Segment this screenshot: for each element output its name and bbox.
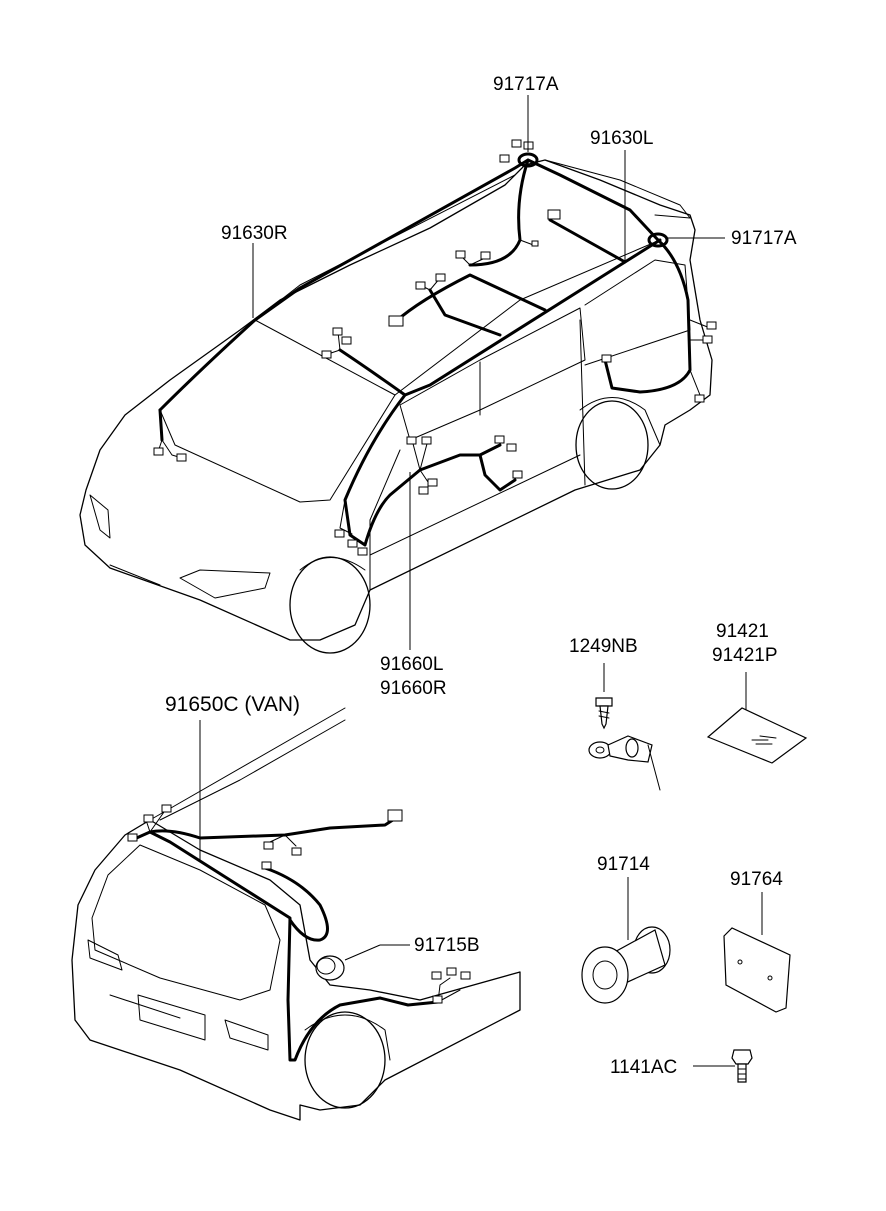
grommet-ring-top [517, 152, 539, 168]
part-labels: 91717A 91630L 91630R 91717A 91660L 91660… [165, 74, 797, 1078]
leader-lines-rear [199, 720, 410, 961]
label-91630l: 91630L [590, 128, 653, 149]
van-front-view [79, 159, 713, 654]
label-91714: 91714 [597, 854, 650, 875]
plate-91764 [723, 892, 791, 1013]
label-91660l: 91660L [380, 654, 443, 675]
label-91717a-right: 91717A [731, 228, 797, 249]
connectors-rear [127, 804, 471, 1004]
bolt-1141ac [693, 1049, 753, 1083]
label-91630r: 91630R [221, 223, 288, 244]
grommet-91714 [581, 877, 671, 1004]
label-91421: 91421 [716, 621, 769, 642]
screw-1249nb [595, 663, 613, 730]
pad-91421 [706, 672, 808, 764]
harness-wires-rear [130, 811, 461, 1062]
van-rear-view [71, 707, 521, 1121]
label-1249nb: 1249NB [569, 636, 638, 657]
label-91717a-top: 91717A [493, 74, 559, 95]
grommet-ring-right [647, 232, 669, 248]
label-1141ac: 1141AC [610, 1057, 677, 1078]
harness-wires-front [157, 158, 711, 547]
ring-terminal [588, 735, 661, 791]
label-91421p: 91421P [712, 645, 778, 666]
label-91715b: 91715B [414, 935, 480, 956]
connectors-front [153, 139, 717, 556]
leader-lines-front [252, 95, 725, 650]
grommet-91715b [315, 955, 345, 981]
label-91660r: 91660R [380, 678, 447, 699]
label-91650c-van: 91650C (VAN) [165, 693, 300, 716]
label-91764: 91764 [730, 869, 783, 890]
